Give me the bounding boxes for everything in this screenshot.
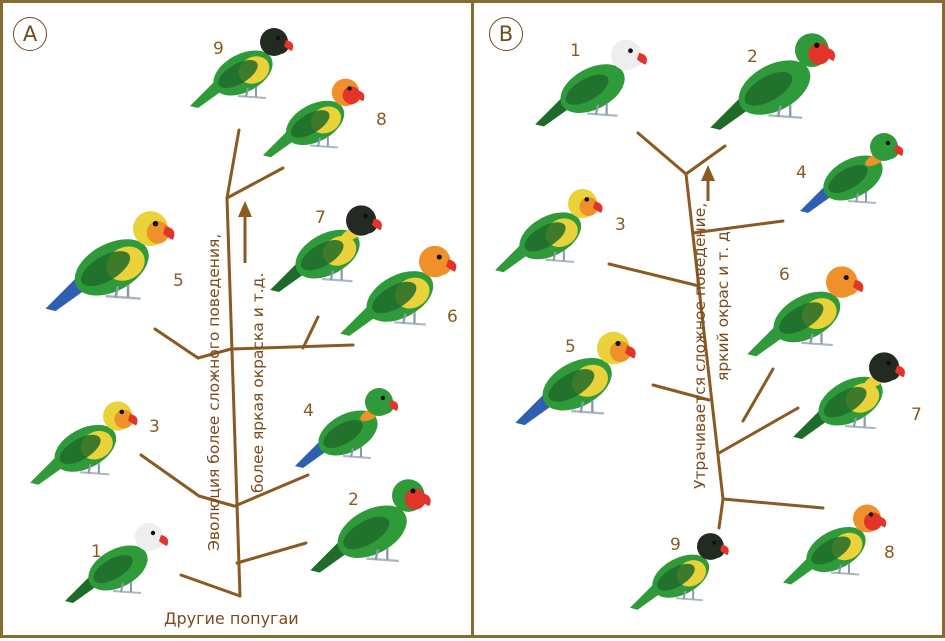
- lovebird-illustration: [513, 318, 653, 433]
- lovebird-illustration: [43, 198, 193, 318]
- lovebird-illustration: [781, 493, 901, 591]
- lovebird-illustration: [58, 513, 188, 608]
- lovebird-illustration: [708, 21, 853, 136]
- panel-a-trend-line-1: Эволюция более сложного поведения,: [205, 234, 223, 551]
- lovebird-illustration: [791, 338, 921, 448]
- tree-a-branch-7: [303, 317, 318, 348]
- tree-a-branch-2: [237, 543, 306, 563]
- tree-b-branch-1: [638, 133, 686, 174]
- tree-b-branch-3: [609, 264, 699, 286]
- lovebird-illustration: [293, 378, 413, 473]
- panel-a-root-label: Другие попугаи: [164, 609, 299, 628]
- tree-b-branch-6: [743, 369, 773, 421]
- tree-b-branch-2: [686, 146, 725, 174]
- tree-a-branch-1: [181, 575, 240, 596]
- tree-a-trunk: [227, 198, 240, 596]
- lovebird-illustration: [493, 178, 618, 278]
- lovebird-illustration: [308, 463, 448, 583]
- panel-b-label: B: [489, 17, 523, 51]
- panel-a-trend-line-2: более яркая окраска и т.д.: [249, 273, 267, 493]
- arrow-up-icon-b: [701, 165, 715, 201]
- tree-a-branch-5: [155, 329, 198, 358]
- panel-b-trend-line-1: Утрачивается сложное поведение,: [691, 203, 709, 489]
- tree-b-branch-67: [719, 408, 798, 453]
- tree-a-branch-9: [227, 130, 239, 198]
- lovebird-illustration: [628, 523, 743, 615]
- panel-b-trend-line-2: яркий окрас и т. д.: [714, 226, 732, 381]
- lovebird-illustration: [268, 191, 398, 301]
- tree-a-branch-4: [235, 475, 308, 506]
- arrow-up-icon-a: [238, 201, 252, 263]
- lovebird-illustration: [533, 28, 663, 133]
- lovebird-illustration: [188, 18, 308, 113]
- lovebird-illustration: [798, 123, 918, 218]
- lovebird-illustration: [28, 388, 153, 493]
- panel-a-label: A: [13, 17, 47, 51]
